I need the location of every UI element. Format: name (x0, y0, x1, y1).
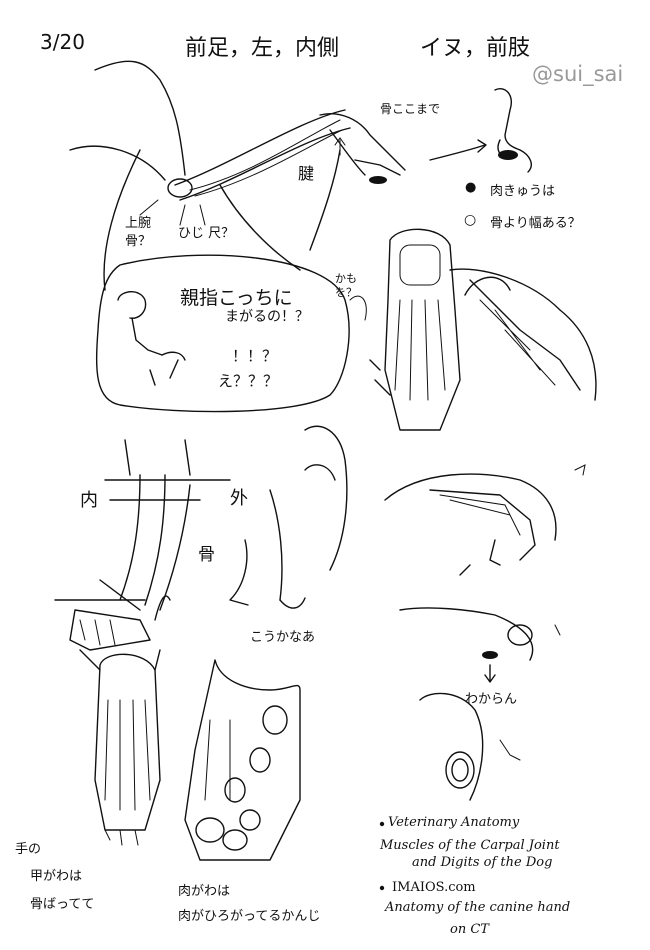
eh-label: え？？？ (218, 372, 279, 390)
label-tendon: 腱 (298, 164, 315, 183)
bottom-paw-pad-sketch (184, 659, 301, 861)
label-radius-ulna: ひじ 尺？ (178, 226, 235, 241)
note-pad-1: 肉がわは (178, 884, 231, 899)
label-bone-to-here: 骨ここまで (380, 102, 441, 116)
label-outer: 外 (230, 488, 248, 509)
legend-filled-icon: ● (465, 180, 477, 195)
label-like-this: こうかなあ (250, 630, 316, 645)
note-pad-2: 肉がひろがってるかんじ (178, 909, 321, 924)
ref-line-3: and Digits of the Dog (412, 855, 553, 870)
date-label: 3/20 (40, 30, 85, 54)
thumb-question-2: まがるの！？ (225, 309, 309, 325)
label-bone: 骨 (198, 545, 215, 565)
forelimb-top-sketch (69, 60, 406, 291)
bottom-paw-back-sketch (79, 649, 161, 846)
legend-open-icon: ○ (464, 212, 477, 228)
note-back-2: 甲がわは (30, 869, 83, 884)
ref-bullet-1 (379, 821, 385, 827)
watermark: @sui_sai (532, 62, 624, 86)
ref-line-2: Muscles of the Carpal Joint (380, 838, 560, 853)
ref-line-4: IMAIOS.com (392, 880, 476, 895)
paw-dorsal-skeleton-sketch (369, 228, 597, 431)
note-back-3: 骨ばってて (30, 897, 95, 912)
exclaim-label: ！！？ (232, 347, 278, 365)
label-humerus: 上腕 骨？ (125, 216, 152, 249)
kamo-label: かも を？ (335, 272, 357, 299)
speech-bubble (96, 254, 350, 413)
note-back-1: 手の (15, 842, 42, 857)
ref-line-5: Anatomy of the canine hand (385, 900, 571, 915)
page-title-left: 前足，左，内側 (185, 36, 340, 61)
ref-bullet-2 (379, 885, 385, 891)
limb-inner-outer-sketch (54, 439, 231, 651)
label-dunno: わからん (465, 692, 518, 707)
curled-paw-sketch (229, 425, 348, 609)
ref-line-6: on CT (450, 922, 489, 937)
label-inner: 内 (80, 490, 98, 511)
label-pad-legend: 肉きゅうは (490, 184, 556, 199)
ref-line-1: Veterinary Anatomy (388, 815, 520, 830)
thumb-skeleton-sketch (117, 291, 186, 386)
label-bone-wider: 骨より幅ある？ (490, 216, 581, 231)
paw-bone-pad-sketch (429, 88, 532, 173)
page-title-right: イヌ，前肢 (420, 36, 531, 61)
thumb-question-1: 親指こっちに (180, 287, 293, 309)
arrow-to-paw (349, 295, 367, 321)
paw-lateral-sketches (384, 464, 586, 801)
